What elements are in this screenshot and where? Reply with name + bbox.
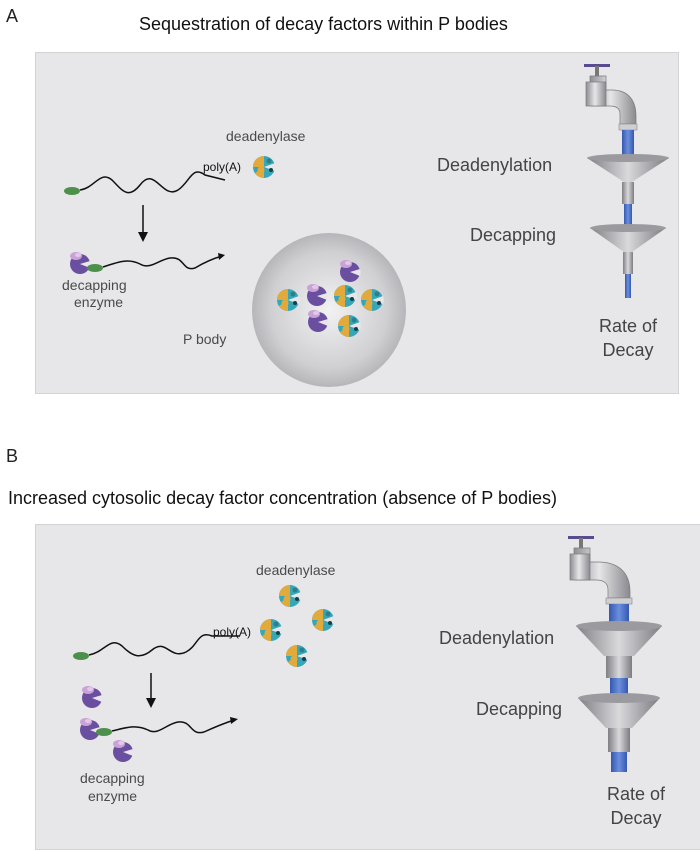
a-cap-bottom <box>87 264 103 272</box>
a-water-stream <box>624 204 632 230</box>
b-decapping-label: decapping <box>80 770 145 786</box>
b-deadenylase-icon <box>312 609 335 631</box>
a-mrna-end-arrow <box>218 253 225 260</box>
a-water-stream <box>625 274 631 298</box>
a-deadenylase-label: deadenylase <box>226 128 306 144</box>
b-deadenylase-icon <box>260 619 283 641</box>
b-decapping-icon <box>80 718 101 740</box>
a-decapping-funnel-label: Decapping <box>470 225 557 245</box>
panel-a-letter: A <box>6 6 19 26</box>
a-funnel-decapping <box>590 228 666 252</box>
b-tap-handle <box>568 536 594 539</box>
b-mrna-top <box>88 633 240 657</box>
b-mrna-end-arrow <box>230 717 238 724</box>
b-decapping-funnel-label: Decapping <box>476 699 563 719</box>
a-mrna-bottom <box>102 255 223 270</box>
b-deadenylase-label: deadenylase <box>256 562 336 578</box>
b-mrna-bottom <box>111 719 235 734</box>
b-arrowhead <box>146 698 156 708</box>
b-deadenylase-icon <box>286 645 309 667</box>
a-decapping-icon <box>70 252 91 274</box>
b-faucet-inlet <box>569 553 591 581</box>
a-tap-handle <box>584 64 610 67</box>
a-enzyme-label: enzyme <box>74 294 124 310</box>
a-funnel-deadenylation <box>587 158 669 182</box>
panel-a-title: Sequestration of decay factors within P … <box>139 14 508 34</box>
b-enzyme-label: enzyme <box>88 788 138 804</box>
a-arrowhead <box>138 232 148 242</box>
b-decay-label: Decay <box>610 808 662 828</box>
b-polya-label: poly(A) <box>213 625 252 639</box>
a-mrna-top <box>79 171 226 194</box>
b-tap-stem <box>579 538 583 548</box>
a-faucet-inlet <box>585 81 607 107</box>
a-tap-stem <box>595 66 599 76</box>
a-polya-label: poly(A) <box>203 160 242 174</box>
b-decapping-icon <box>82 686 103 708</box>
b-water-stream <box>611 752 627 772</box>
b-funnel-deadenylation <box>576 626 662 656</box>
b-cap-top <box>73 652 89 660</box>
p-body <box>252 233 406 387</box>
b-cap-bottom <box>96 728 112 736</box>
a-decay-label: Decay <box>602 340 654 360</box>
panel-b-title: Increased cytosolic decay factor concent… <box>8 488 557 508</box>
a-deadenylation-label: Deadenylation <box>437 155 553 175</box>
a-cap-top <box>64 187 80 195</box>
a-rate-label: Rate of <box>598 316 658 336</box>
panel-b-letter: B <box>6 446 19 466</box>
a-decapping-label: decapping <box>62 277 127 293</box>
b-deadenylase-icon <box>279 585 302 607</box>
b-decapping-icon <box>113 740 134 762</box>
b-rate-label: Rate of <box>606 784 666 804</box>
a-deadenylase-icon <box>253 156 276 178</box>
b-funnel-decapping <box>578 698 660 728</box>
a-faucet-ring <box>618 123 638 131</box>
b-deadenylation-label: Deadenylation <box>439 628 555 648</box>
b-faucet-ring <box>605 597 633 605</box>
a-pbody-label: P body <box>183 331 227 347</box>
